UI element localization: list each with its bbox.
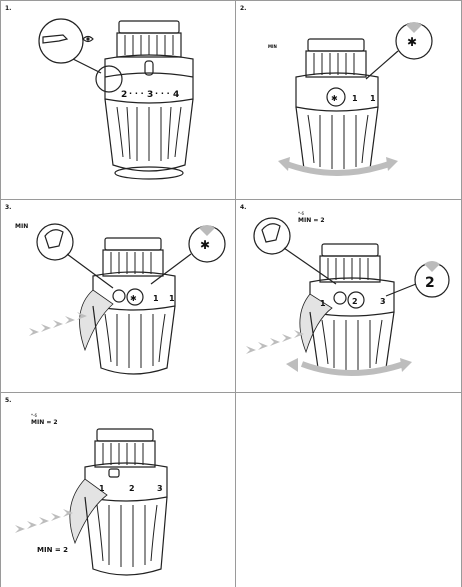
step-number: 3.	[5, 204, 12, 211]
dial-number: 1	[99, 484, 105, 493]
grid-divider-row2	[0, 392, 462, 393]
magnifier-circle	[253, 217, 291, 255]
grid-divider-vertical	[235, 0, 236, 587]
step-panel-5: 5. *-6 MIN = 2 MIN = 2 1 2 3	[1, 393, 235, 587]
dial-number: 1	[352, 94, 358, 103]
callout-symbol: ✱	[200, 238, 210, 252]
empty-panel	[236, 393, 461, 587]
step-number: 5.	[5, 397, 12, 404]
svg-text:· · ·: · · ·	[155, 89, 170, 98]
magnifier-circle	[38, 18, 84, 64]
valve-head-illustration: ✱ ✱ 1 1	[29, 223, 226, 375]
callout-symbol: ✱	[407, 35, 417, 49]
dial-number: 1	[169, 294, 175, 303]
dial-number: 3	[157, 484, 163, 493]
valve-head-illustration: ✱ ✱ 1 1	[278, 22, 433, 176]
min-label: MIN	[15, 223, 29, 230]
valve-head-illustration: 1 2 3	[15, 428, 168, 576]
min-label: MIN = 2	[298, 217, 325, 224]
direction-arrows	[29, 312, 87, 336]
tool-icon	[42, 34, 69, 44]
callout-value: 2	[425, 275, 435, 291]
sub-label: *-6	[298, 211, 304, 216]
step-panel-3: 3. MIN ✱ ✱ 1 1	[1, 200, 235, 392]
min-label: MIN = 2	[31, 419, 58, 426]
dial-number: 2	[121, 90, 127, 100]
svg-text:✱: ✱	[331, 94, 338, 103]
step-panel-1: 1.	[1, 1, 235, 199]
svg-text:· · ·: · · ·	[129, 89, 144, 98]
grid-divider-row1	[0, 199, 462, 200]
magnifier-circle	[36, 223, 74, 261]
dial-number: 1	[370, 94, 376, 103]
dial-number: 1	[153, 294, 159, 303]
step-number: 1.	[5, 5, 12, 12]
step-panel-4: 4. *-6 MIN = 2 2 1 2 3	[236, 200, 461, 392]
min-label: MIN	[268, 44, 277, 49]
eye-icon	[82, 35, 94, 43]
dial-number: 3	[380, 297, 386, 306]
direction-arrows	[15, 509, 73, 533]
grid-border-top	[0, 0, 462, 1]
dial-number: 2	[129, 484, 135, 493]
grid-border-left	[0, 0, 1, 587]
bottom-min-label: MIN = 2	[37, 546, 69, 554]
valve-head-illustration: 2 1 2 3	[246, 217, 450, 376]
valve-head-illustration: 2 3 4 · · · · · ·	[38, 18, 194, 180]
dial-number: 2	[352, 297, 358, 306]
svg-text:✱: ✱	[130, 294, 137, 303]
step-number: 2.	[240, 5, 247, 12]
step-number: 4.	[240, 204, 247, 211]
dial-number: 1	[320, 299, 326, 308]
dial-number: 3	[147, 90, 153, 100]
direction-arrows	[246, 330, 304, 354]
sub-label: *-6	[31, 413, 37, 418]
step-panel-2: 2. MIN ✱ ✱ 1 1	[236, 1, 461, 199]
dial-number: 4	[173, 90, 179, 100]
